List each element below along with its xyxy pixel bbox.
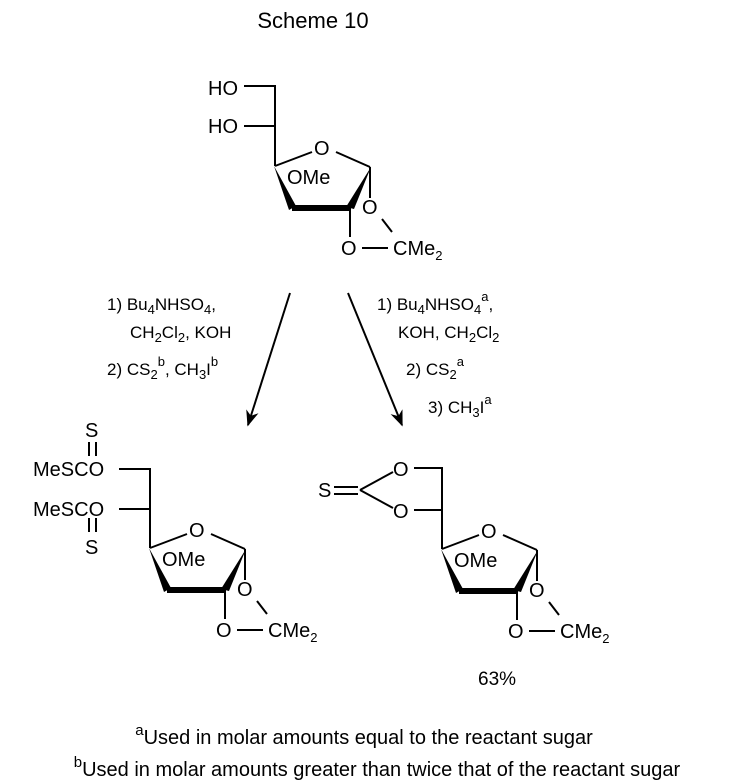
methoxy-label: OMe — [287, 167, 330, 189]
product-trithiocarbonate: S O O O OMe O O CMe2 63% — [318, 459, 609, 690]
oxygen-label: O — [237, 579, 253, 601]
furanose-ring: O OMe O O CMe2 — [441, 521, 609, 646]
oxygen-label: O — [362, 197, 378, 219]
svg-text:1) Bu4NHSO4,: 1) Bu4NHSO4, — [107, 295, 216, 317]
oxygen-label: O — [508, 621, 524, 643]
sulfur-label: S — [85, 537, 98, 559]
methoxy-label: OMe — [162, 549, 205, 571]
starting-material: HO HO O OMe O O CMe2 — [208, 78, 442, 263]
xanthate-label: MeSCO — [33, 499, 104, 521]
reaction-arrow-right — [347, 292, 403, 427]
oxygen-label: O — [393, 501, 409, 523]
svg-text:2) CS2b, CH3Ib: 2) CS2b, CH3Ib — [107, 354, 218, 382]
ring-oxygen: O — [189, 520, 205, 542]
ring-oxygen: O — [314, 138, 330, 160]
isopropylidene-label: CMe2 — [560, 621, 609, 646]
yield-label: 63% — [478, 669, 516, 690]
reaction-arrow-left — [246, 292, 291, 427]
sulfur-label: S — [318, 480, 331, 502]
hydroxyl-label: HO — [208, 78, 238, 100]
footnote-a: aUsed in molar amounts equal to the reac… — [135, 722, 593, 749]
methoxy-label: OMe — [454, 550, 497, 572]
oxygen-label: O — [393, 459, 409, 481]
svg-text:2) CS2a: 2) CS2a — [406, 354, 465, 382]
xanthate-label: MeSCO — [33, 459, 104, 481]
footnote-b: bUsed in molar amounts greater than twic… — [74, 754, 681, 781]
product-bis-xanthate: S MeSCO MeSCO S O OMe O O CMe2 — [33, 420, 317, 645]
oxygen-label: O — [216, 620, 232, 642]
hydroxyl-label: HO — [208, 116, 238, 138]
scheme-title: Scheme 10 — [257, 8, 368, 33]
reagents-left: 1) Bu4NHSO4, CH2Cl2, KOH 2) CS2b, CH3Ib — [107, 295, 231, 382]
furanose-ring: O OMe O O CMe2 — [149, 520, 317, 645]
furanose-ring: O OMe O O CMe2 — [274, 138, 442, 263]
ring-oxygen: O — [481, 521, 497, 543]
oxygen-label: O — [341, 238, 357, 260]
isopropylidene-label: CMe2 — [268, 620, 317, 645]
sulfur-label: S — [85, 420, 98, 442]
reagents-right: 1) Bu4NHSO4a, KOH, CH2Cl2 2) CS2a 3) CH3… — [377, 289, 499, 420]
svg-text:3) CH3Ia: 3) CH3Ia — [428, 392, 492, 420]
svg-text:KOH, CH2Cl2: KOH, CH2Cl2 — [398, 323, 499, 345]
oxygen-label: O — [529, 580, 545, 602]
svg-text:CH2Cl2, KOH: CH2Cl2, KOH — [130, 323, 231, 345]
svg-text:1) Bu4NHSO4a,: 1) Bu4NHSO4a, — [377, 289, 493, 317]
isopropylidene-label: CMe2 — [393, 238, 442, 263]
